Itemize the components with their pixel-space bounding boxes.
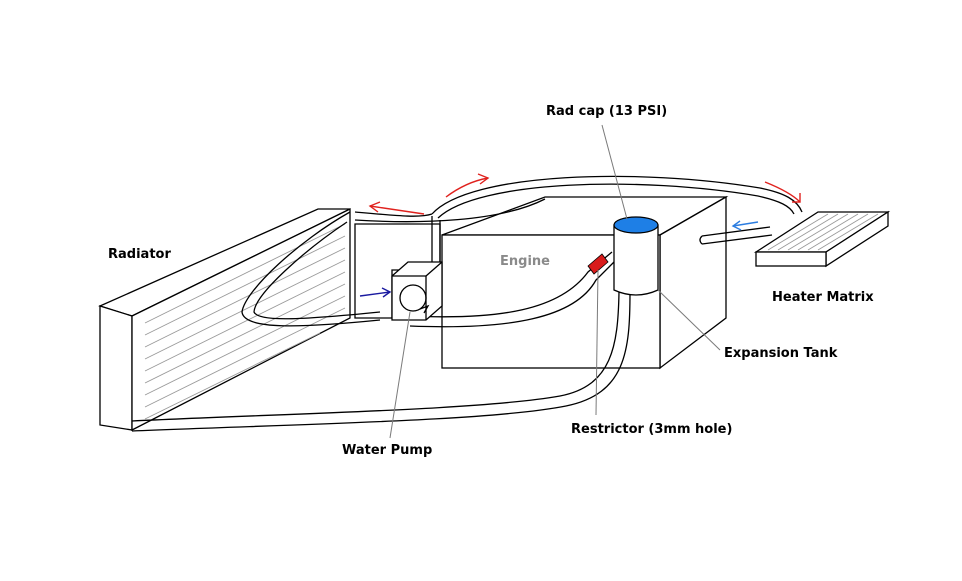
engine-block — [441, 195, 729, 370]
expansion-tank — [613, 216, 659, 296]
water-pump-housing — [391, 261, 443, 321]
heater-matrix-fins — [767, 213, 879, 251]
water-pump-impeller — [399, 284, 427, 312]
heater-return-hose — [699, 226, 773, 245]
restrictor-marker — [587, 253, 609, 275]
restrictor-label: Restrictor (3mm hole) — [571, 422, 732, 437]
radiator-fins — [144, 223, 346, 420]
bleed-hose — [409, 251, 615, 328]
leader-water-pump — [389, 311, 411, 439]
radiator-top-hose — [241, 211, 381, 327]
rad-cap — [613, 216, 659, 234]
leader-restrictor — [595, 269, 599, 416]
heater-feed-hose — [354, 175, 803, 262]
radiator — [98, 207, 351, 432]
radiator-label: Radiator — [108, 247, 171, 262]
flow-arrow-red-radiator — [368, 201, 425, 215]
radiator-front-face — [99, 305, 133, 431]
heater-matrix — [753, 210, 891, 268]
leader-expansion-tank — [657, 289, 721, 351]
flow-arrow-red-top — [445, 173, 490, 198]
expansion-tank-label: Expansion Tank — [724, 346, 838, 361]
heater-matrix-front — [755, 251, 827, 267]
rad-cap-label: Rad cap (13 PSI) — [546, 104, 667, 119]
flow-arrow-red-heater — [764, 181, 801, 203]
leader-rad-cap — [601, 124, 628, 220]
pump-assembly — [354, 223, 443, 321]
heater-matrix-label: Heater Matrix — [772, 290, 874, 305]
lower-hose — [131, 291, 631, 432]
engine-label: Engine — [500, 254, 550, 269]
flow-arrow-blue-pump — [359, 287, 392, 298]
water-pump-label: Water Pump — [342, 443, 432, 458]
flow-arrow-blue-heater-return — [731, 220, 759, 231]
